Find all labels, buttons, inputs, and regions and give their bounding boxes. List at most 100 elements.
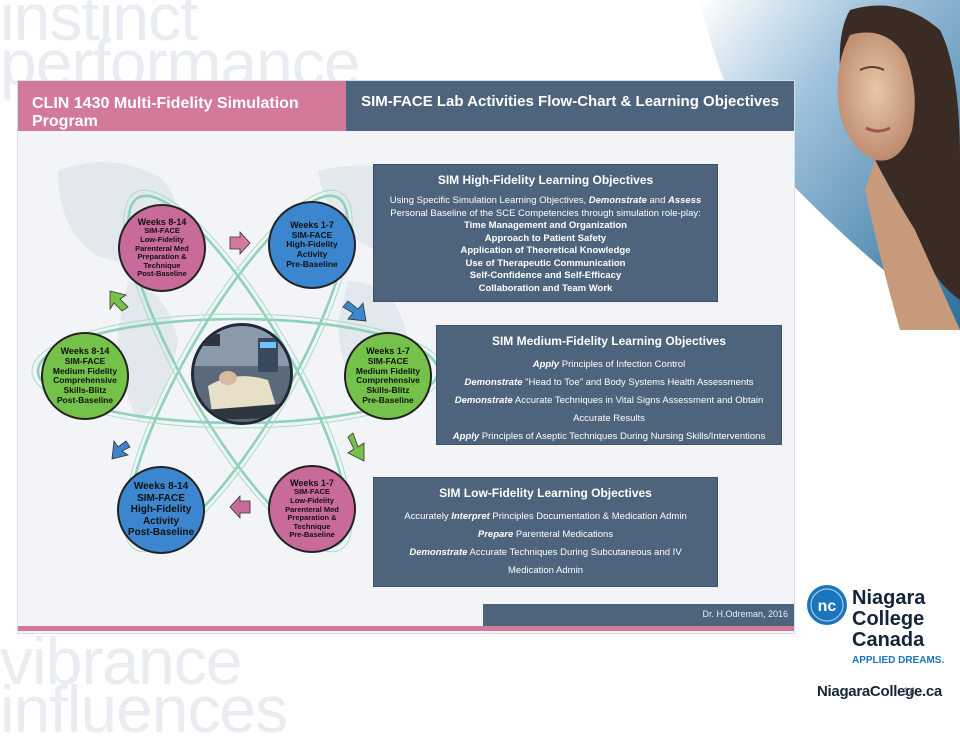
item-text: Principles Documentation & Medication Ad…: [489, 511, 687, 522]
circle-line: Post-Baseline: [137, 269, 187, 279]
circle-line: Parenteral Med: [135, 243, 189, 253]
arrow-icon: [109, 290, 129, 312]
high-fidelity-item: Application of Theoretical Knowledge: [460, 245, 631, 256]
item-emphasis: Apply: [532, 359, 560, 370]
high-fidelity-objectives-box: SIM High-Fidelity Learning Objectives Us…: [373, 164, 718, 302]
circle-line: Activity: [296, 249, 328, 260]
author-credit: Dr. H.Odreman, 2016: [702, 609, 788, 619]
circle-line: Medium Fidelity: [355, 365, 421, 376]
medium-fidelity-objectives-box: SIM Medium-Fidelity Learning Objectives …: [436, 325, 782, 445]
high-fidelity-objectives-title: SIM High-Fidelity Learning Objectives: [437, 173, 654, 187]
circle-line: SIM-FACE: [294, 487, 330, 497]
arrow-icon: [347, 432, 365, 462]
program-title-bar: CLIN 1430 Multi-Fidelity Simulation Prog…: [18, 81, 346, 131]
item-text: Medication Admin: [508, 565, 583, 576]
college-website-link[interactable]: NiagaraCollege.ca: [817, 683, 942, 700]
low-fidelity-item: Accurately Interpret Principles Document…: [374, 508, 717, 526]
item-text: Accurately: [404, 511, 452, 522]
circle-line: Medium Fidelity: [52, 365, 118, 376]
item-text: "Head to Toe" and Body Systems Health As…: [522, 377, 754, 388]
flow-arrows: [109, 230, 367, 520]
item-text: Accurate Results: [573, 413, 645, 424]
arrow-icon: [229, 230, 251, 256]
activity-circle-weeks8-14-low-fidelity-post: Weeks 8-14 SIM-FACE Low-Fidelity Parente…: [118, 204, 206, 292]
footer-bar: Dr. H.Odreman, 2016: [483, 604, 794, 626]
intro-text: Using Specific Simulation Learning Objec…: [389, 195, 589, 206]
medium-fidelity-item: Demonstrate Accurate Techniques in Vital…: [437, 392, 781, 410]
circle-line: Technique: [293, 521, 331, 531]
circle-line: SIM-FACE: [64, 355, 106, 366]
background-word: vibrance: [0, 624, 242, 698]
circle-line: SIM-FACE: [144, 226, 180, 236]
background-word: instinct: [0, 0, 198, 54]
circle-line: Parenteral Med: [285, 504, 339, 514]
activity-circle-weeks1-7-medium-fidelity: Weeks 1-7 SIM-FACE Medium Fidelity Compr…: [344, 332, 432, 420]
circle-line: Preparation &: [287, 513, 337, 523]
circle-line: Post-Baseline: [56, 394, 114, 405]
circle-line: Pre-Baseline: [286, 258, 338, 269]
low-fidelity-objectives-title: SIM Low-Fidelity Learning Objectives: [439, 486, 652, 500]
activity-circle-weeks8-14-high-fidelity: Weeks 8-14 SIM-FACE High-Fidelity Activi…: [117, 466, 205, 554]
logo-initials: nc: [818, 598, 837, 615]
page-number: 14: [903, 686, 916, 698]
circle-line: Weeks 1-7: [290, 477, 334, 488]
item-text: Principles of Aseptic Techniques During …: [479, 431, 766, 442]
circle-line: SIM-FACE: [137, 492, 185, 504]
activity-circle-weeks8-14-medium-fidelity: Weeks 8-14 SIM-FACE Medium Fidelity Comp…: [41, 332, 129, 420]
program-title: CLIN 1430 Multi-Fidelity Simulation Prog…: [32, 95, 299, 130]
circle-line: Weeks 8-14: [133, 481, 189, 493]
circle-line: SIM-FACE: [367, 355, 409, 366]
arrow-icon: [111, 439, 131, 460]
circle-line: Technique: [143, 260, 181, 270]
flowchart-title-bar: SIM-FACE Lab Activities Flow-Chart & Lea…: [346, 81, 794, 131]
item-text: Accurate Techniques During Subcutaneous …: [467, 547, 682, 558]
logo-tagline: APPLIED DREAMS.: [852, 655, 944, 666]
pink-footer-stripe: [18, 626, 794, 631]
circle-line: Skills-Blitz: [63, 385, 107, 396]
item-text: Principles of Infection Control: [559, 359, 686, 370]
intro-text: and: [646, 195, 668, 206]
circle-line: Weeks 1-7: [366, 346, 410, 357]
low-fidelity-item: Prepare Parenteral Medications: [374, 526, 717, 544]
activity-circle-weeks1-7-high-fidelity: Weeks 1-7 SIM-FACE High-Fidelity Activit…: [268, 201, 356, 289]
circle-line: Weeks 8-14: [60, 346, 110, 357]
circle-line: Post-Baseline: [127, 527, 195, 539]
item-emphasis: Demonstrate: [464, 377, 523, 388]
item-emphasis: Apply: [452, 431, 480, 442]
item-emphasis: Demonstrate: [409, 547, 468, 558]
high-fidelity-item: Approach to Patient Safety: [484, 232, 607, 244]
logo-line2: College: [852, 608, 924, 630]
high-fidelity-item: Time Management and Organization: [464, 220, 627, 231]
high-fidelity-intro: Using Specific Simulation Learning Objec…: [374, 195, 717, 208]
item-emphasis: Prepare: [477, 529, 514, 540]
high-fidelity-intro-2: Personal Baseline of the SCE Competencie…: [390, 207, 701, 219]
medium-fidelity-item: Accurate Results: [437, 410, 781, 428]
high-fidelity-item: Use of Therapeutic Communication: [465, 257, 626, 269]
simulation-lab-photo: [191, 323, 293, 425]
high-fidelity-item: Self-Confidence and Self-Efficacy: [469, 270, 622, 281]
background-word: influences: [0, 672, 288, 746]
circle-line: Comprehensive: [53, 375, 117, 386]
high-fidelity-item: Collaboration and Team Work: [478, 282, 613, 294]
logo-line3: Canada: [852, 629, 925, 651]
item-emphasis: Interpret: [451, 511, 490, 522]
circle-line: Weeks 1-7: [290, 220, 334, 231]
circle-line: Skills-Blitz: [366, 385, 410, 396]
low-fidelity-objectives-box: SIM Low-Fidelity Learning Objectives Acc…: [373, 477, 718, 587]
item-text: Parenteral Medications: [513, 529, 614, 540]
item-emphasis: Demonstrate: [454, 395, 513, 406]
flowchart-slide: CLIN 1430 Multi-Fidelity Simulation Prog…: [17, 80, 795, 634]
circle-line: Weeks 8-14: [137, 216, 187, 227]
low-fidelity-item: Medication Admin: [374, 562, 717, 580]
medium-fidelity-item: Apply Principles of Aseptic Techniques D…: [437, 428, 781, 446]
circle-line: Low-Fidelity: [290, 495, 334, 505]
circle-line: Pre-Baseline: [289, 530, 335, 540]
activity-circle-weeks1-7-low-fidelity: Weeks 1-7 SIM-FACE Low-Fidelity Parenter…: [268, 465, 356, 553]
circle-line: Comprehensive: [356, 375, 420, 386]
logo-line1: Niagara: [852, 587, 926, 609]
niagara-college-logo: nc Niagara College Canada APPLIED DREAMS…: [806, 583, 956, 673]
medium-fidelity-item: Apply Principles of Infection Control: [437, 356, 781, 374]
item-text: Accurate Techniques in Vital Signs Asses…: [512, 395, 764, 406]
circle-line: Activity: [142, 515, 180, 527]
arrow-icon: [229, 494, 251, 520]
